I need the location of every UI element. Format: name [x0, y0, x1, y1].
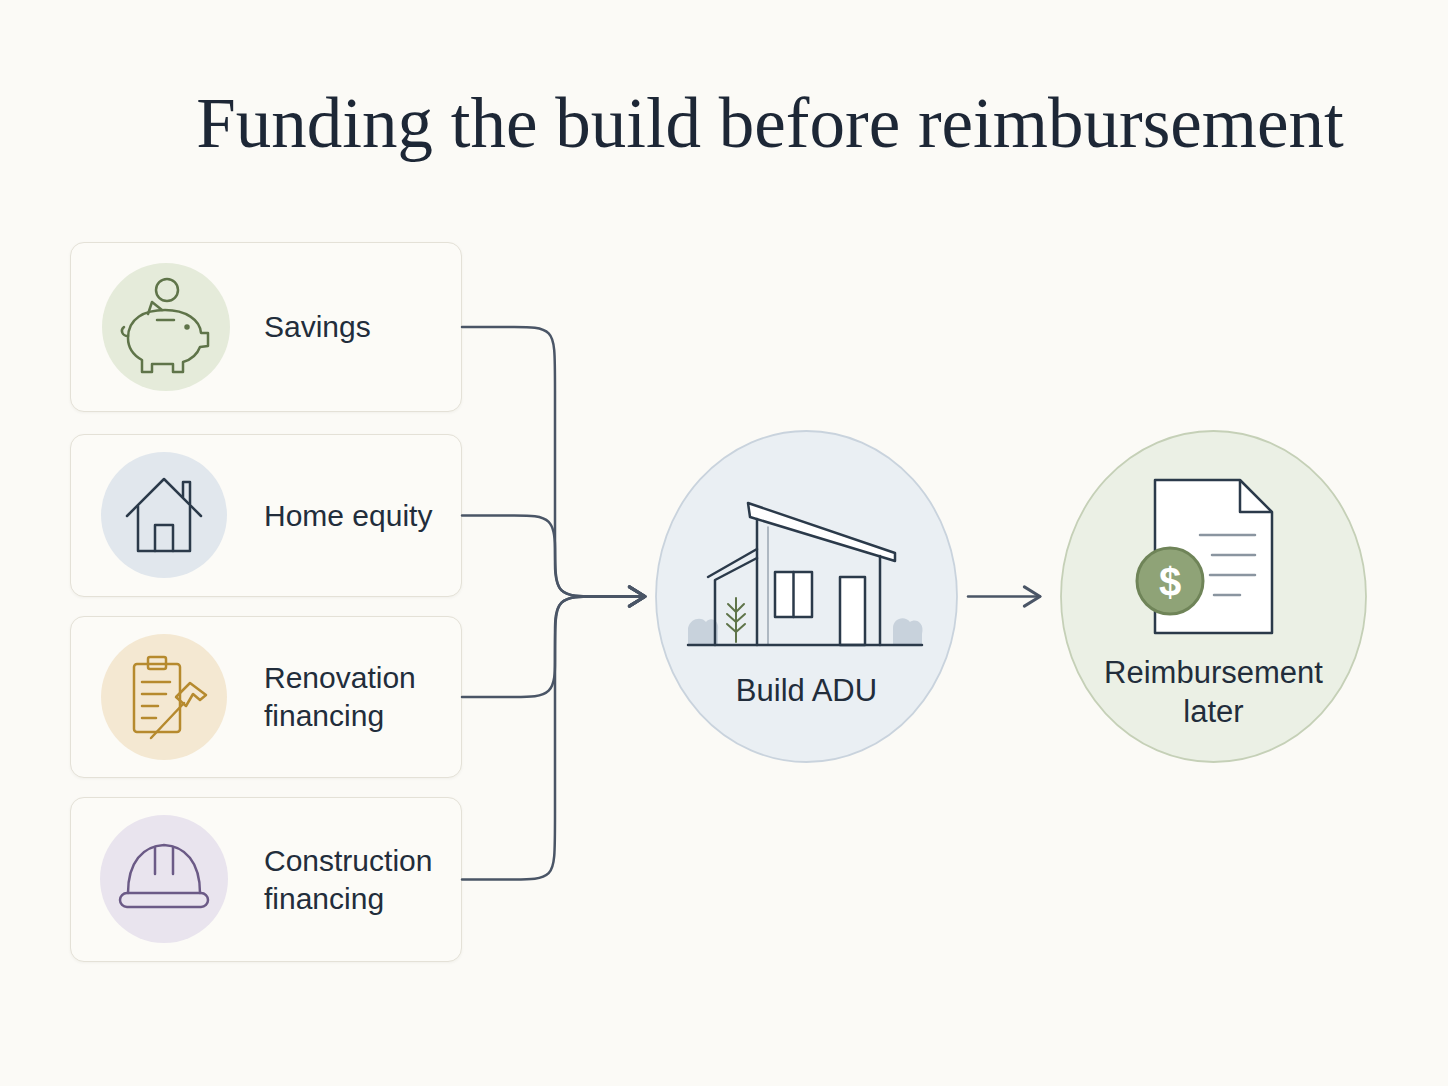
hard-hat-icon [120, 845, 208, 907]
icon-circle [101, 634, 227, 760]
adu-house-illustration [688, 503, 923, 645]
funding-source-box: Savings [70, 242, 462, 412]
circle-shape [1061, 431, 1366, 762]
text-group: Construction financing [264, 798, 464, 961]
currency-symbol: $ [1159, 562, 1181, 602]
text-group: Savings [264, 243, 464, 411]
node-label: Reimbursement later [1094, 653, 1334, 731]
icon-circle [100, 815, 228, 943]
funding-source-box: Construction financing [70, 797, 462, 962]
node-label: Build ADU [687, 671, 927, 710]
circle-outline [655, 430, 958, 763]
connector-arrow [462, 516, 645, 597]
connector-arrow [462, 597, 645, 698]
piggy-bank-icon [122, 279, 208, 372]
house-icon [127, 479, 201, 551]
text-group: Build ADU [655, 671, 958, 710]
connector-arrow [462, 327, 645, 597]
icon-circle [101, 452, 227, 578]
clipboard-icon [134, 657, 206, 738]
node-label: Home equity [264, 497, 464, 535]
connector-arrow [968, 595, 1040, 598]
text-group: Renovation financing [264, 617, 464, 777]
circle-shape [656, 431, 957, 762]
node-label: Savings [264, 308, 464, 346]
text-group: Reimbursement later [1060, 653, 1367, 731]
process-circle: Build ADU [655, 430, 958, 763]
node-label: Construction financing [264, 842, 464, 918]
connector-arrow [462, 597, 645, 880]
diagram-title: Funding the build before reimbursement [60, 88, 1448, 159]
funding-source-box: Home equity [70, 434, 462, 597]
reimbursement-document-icon [1137, 480, 1272, 633]
funding-source-box: Renovation financing [70, 616, 462, 778]
outcome-circle: Reimbursement later [1060, 430, 1367, 763]
text-group: Home equity [264, 435, 464, 596]
node-label: Renovation financing [264, 659, 464, 735]
icon-circle [102, 263, 230, 391]
